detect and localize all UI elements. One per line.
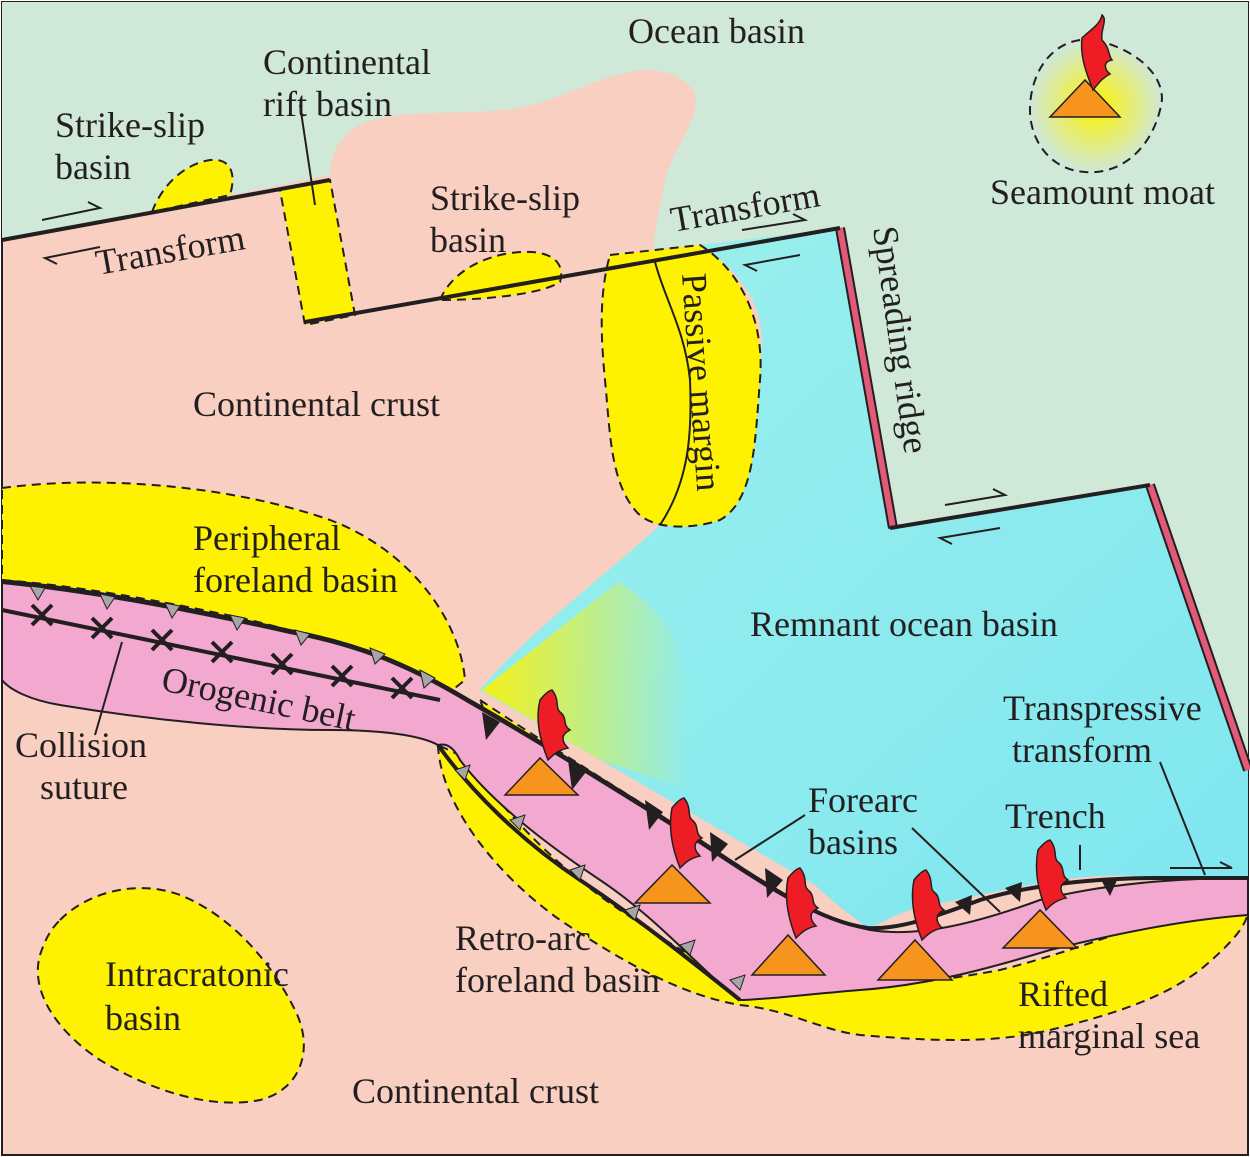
label-seamount-moat: Seamount moat [990, 172, 1215, 212]
spreading-ridge-upper-fill [837, 227, 896, 529]
transform-left [1, 178, 331, 242]
label-transpressive-2: transform [1012, 730, 1152, 770]
label-strike-slip-center-1: Strike-slip [430, 178, 580, 218]
ocean-basin-area [2, 2, 1248, 770]
arc-volcano-icon [1001, 839, 1079, 949]
label-strike-slip-left-2: basin [55, 147, 131, 187]
transform-center [304, 226, 841, 324]
transform-arrows-right [741, 213, 809, 272]
transform-arrows-left [41, 201, 104, 265]
label-retroarc-2: foreland basin [455, 960, 660, 1000]
label-forearc-1: Forearc [808, 780, 918, 820]
trench-teeth [482, 712, 1118, 915]
label-collision-2: suture [40, 767, 128, 807]
label-intracratonic-1: Intracratonic [105, 954, 289, 994]
collision-thrust-teeth [29, 585, 436, 689]
label-retroarc-1: Retro-arc [455, 918, 591, 958]
arc-volcano-icon [633, 797, 712, 904]
label-continental-crust-bottom: Continental crust [352, 1071, 599, 1111]
label-intracratonic-2: basin [105, 998, 181, 1038]
label-trench: Trench [1005, 796, 1106, 836]
passive-margin-edge [654, 261, 692, 526]
passive-margin-basin [600, 243, 762, 528]
label-forearc-2: basins [808, 822, 898, 862]
spreading-ridge-lower-fill [1147, 484, 1250, 771]
strike-slip-basin-left [150, 158, 234, 214]
label-continental-crust-top: Continental crust [193, 384, 440, 424]
label-strike-slip-left-1: Strike-slip [55, 105, 205, 145]
leader-forearc-2 [911, 827, 1001, 913]
suture-x-marks [30, 603, 414, 700]
leader-forearc-1 [734, 814, 806, 861]
ridge-transform-arrows [936, 488, 1009, 545]
label-continental-rift-1: Continental [263, 42, 431, 82]
label-ocean-basin: Ocean basin [628, 11, 805, 51]
label-rifted-2: marginal sea [1018, 1016, 1200, 1056]
seamount-volcano-icon [1048, 13, 1122, 118]
arc-volcano-icon [503, 689, 580, 796]
label-peripheral-2: foreland basin [193, 560, 398, 600]
intracratonic-basin [36, 887, 305, 1104]
label-rifted-1: Rifted [1018, 974, 1108, 1014]
leader-collision-suture [94, 641, 123, 736]
label-strike-slip-center-2: basin [430, 220, 506, 260]
leader-rift-basin [299, 104, 316, 206]
label-remnant-ocean: Remnant ocean basin [750, 604, 1058, 644]
arc-volcano-icon [876, 869, 954, 981]
strike-slip-basin-center [438, 250, 563, 302]
label-peripheral-1: Peripheral [193, 518, 341, 558]
arc-volcano-icon [750, 867, 827, 976]
label-collision-1: Collision [15, 725, 147, 765]
forearc-glow [482, 582, 690, 790]
label-transpressive-1: Transpressive [1003, 688, 1202, 728]
leader-transpressive [1159, 761, 1206, 876]
label-continental-rift-2: rift basin [263, 84, 392, 124]
ridge-transform [889, 483, 1151, 530]
retro-arc-thrust-teeth [454, 764, 746, 991]
